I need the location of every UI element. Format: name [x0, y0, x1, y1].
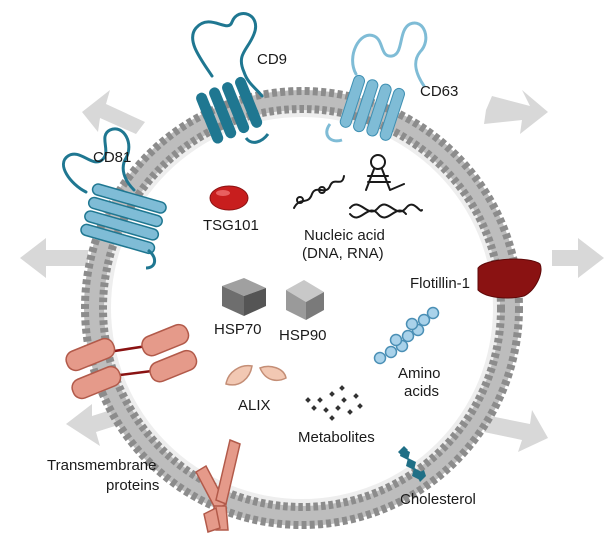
- arrow-left: [20, 238, 88, 278]
- label-hsp70: HSP70: [214, 321, 262, 338]
- arrow-right: [552, 238, 604, 278]
- label-cd63: CD63: [420, 83, 458, 100]
- label-tsg101: TSG101: [203, 217, 259, 234]
- hsp90-protein: [286, 280, 324, 320]
- arrow-upper-left: [82, 90, 145, 134]
- arrow-lower-right: [484, 410, 548, 452]
- label-cd9: CD9: [257, 51, 287, 68]
- label-transmembrane: Transmembrane: [47, 457, 156, 474]
- transmembrane-y-protein: [195, 438, 241, 533]
- cd63-protein: [325, 21, 428, 143]
- label-cholesterol: Cholesterol: [400, 491, 476, 508]
- flotillin-protein: [477, 258, 542, 299]
- label-flotillin: Flotillin-1: [410, 275, 470, 292]
- alix-protein: [225, 364, 287, 386]
- transmembrane-protein-pair: [65, 323, 198, 400]
- tsg101-highlight: [216, 190, 230, 196]
- arrow-upper-right: [484, 90, 548, 134]
- label-proteins: proteins: [106, 477, 159, 494]
- cd9-protein: [191, 12, 270, 144]
- label-cd81: CD81: [93, 149, 131, 166]
- amino-acid-chain: [373, 306, 440, 365]
- cholesterol-molecule: [398, 446, 426, 482]
- label-dna-rna: (DNA, RNA): [302, 245, 384, 262]
- tsg101-protein: [209, 185, 249, 211]
- metabolite-particles: [305, 385, 363, 421]
- cd81-protein: [62, 127, 167, 270]
- hsp70-protein: [222, 278, 266, 316]
- nucleic-acid-strands: [293, 154, 423, 219]
- label-metabolites: Metabolites: [298, 429, 375, 446]
- label-acids: acids: [404, 383, 439, 400]
- label-amino: Amino: [398, 365, 441, 382]
- label-nucleic-acid: Nucleic acid: [304, 227, 385, 244]
- label-hsp90: HSP90: [279, 327, 327, 344]
- label-alix: ALIX: [238, 397, 271, 414]
